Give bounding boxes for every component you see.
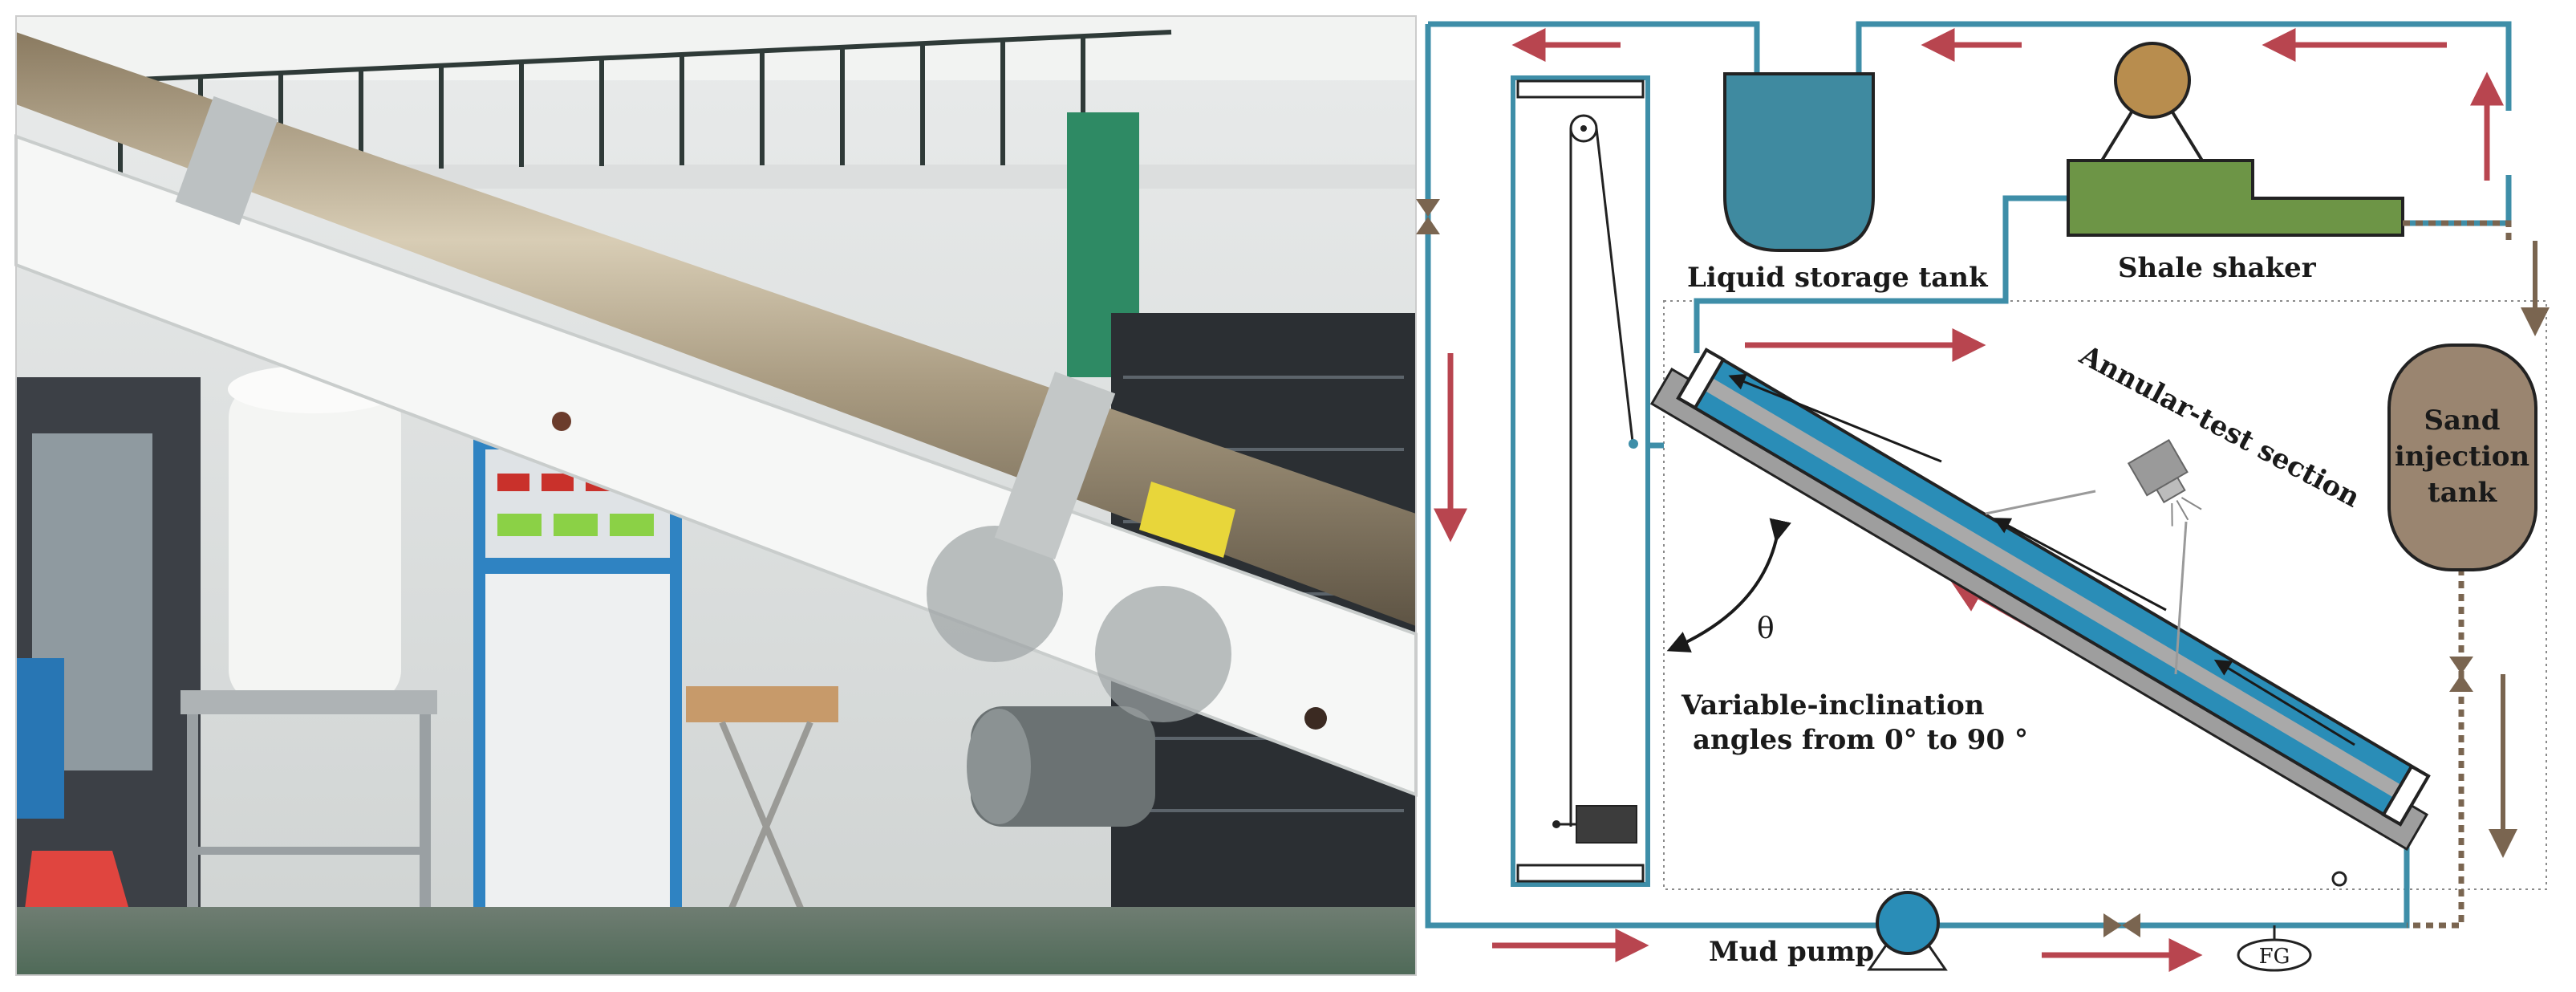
flow-loop-schematic: Liquid storage tank Shale shaker Sand in…: [1416, 21, 2550, 972]
mud-pump-label: Mud pump: [1709, 936, 1874, 968]
sand-injection-tank: [2387, 344, 2537, 571]
valve-sand: [2449, 657, 2473, 692]
shale-shaker-label: Shale shaker: [2118, 252, 2317, 284]
annular-test-section: [1649, 348, 2431, 887]
angle-symbol: θ: [1757, 612, 1775, 645]
balcony-railing: [118, 30, 1172, 177]
flow-gauge-label: FG: [2259, 945, 2290, 969]
control-cabinet: [473, 437, 682, 931]
liquid-storage-tank: [1723, 72, 1875, 252]
sand-tank-label-line1: Sand: [2424, 405, 2500, 437]
sand-tank-label-line2: injection: [2395, 441, 2529, 473]
annular-test-section-label: Annular-test section: [2074, 339, 2365, 514]
shaker-motor: [2114, 42, 2191, 119]
inclination-frame: [1663, 300, 2547, 890]
lab-photo: [14, 15, 1418, 976]
mud-pump: [1867, 891, 1948, 971]
liquid-storage-tank-label: Liquid storage tank: [1687, 262, 1989, 294]
lifting-frame: [1511, 75, 1650, 887]
camera-icon: [2127, 438, 2202, 526]
valve-bottom: [2103, 913, 2140, 937]
flow-gauge: [2237, 938, 2312, 972]
winch-motor: [1576, 805, 1637, 844]
inclination-label-line1: Variable-inclination: [1681, 689, 1985, 722]
sand-tank-label-line3: tank: [2428, 477, 2497, 509]
inclination-label-line2: angles from 0° to 90 °: [1693, 724, 2028, 756]
shale-shaker: [2067, 42, 2404, 237]
inclination-angle-arc: [1666, 518, 1791, 653]
electric-motor: [967, 706, 1155, 827]
inclined-steel-test-pipe: [16, 32, 1416, 626]
valve-left: [1416, 199, 1440, 234]
